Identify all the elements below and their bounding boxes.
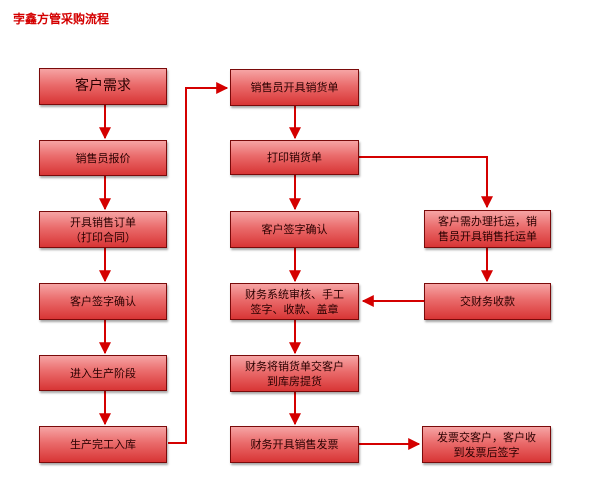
arrow-n8-n13 [359,156,493,209]
node-finance-payment: 交财务收款 [424,283,551,320]
node-finance-invoice: 财务开具销售发票 [230,426,359,463]
node-finance-review: 财务系统审核、手工 签字、收款、盖章 [230,283,359,320]
node-customer-sign-left: 客户签字确认 [39,283,167,320]
node-print-delivery-note: 打印销货单 [230,140,359,175]
node-finance-pickup: 财务将销货单交客户 到库房提货 [230,355,359,392]
node-issue-delivery-note: 销售员开具销货单 [230,69,359,106]
node-invoice-signoff: 发票交客户，客户收 到发票后签字 [422,426,551,463]
node-shipping-consignment: 客户需办理托运，销 售员开具销售托运单 [424,210,551,248]
node-sales-order: 开具销售订单 （打印合同） [39,211,167,248]
node-customer-sign-mid: 客户签字确认 [230,211,359,248]
node-customer-demand: 客户需求 [39,68,167,105]
node-production-complete: 生产完工入库 [39,426,167,463]
page-title: 孛鑫方管采购流程 [13,12,110,26]
node-salesperson-quote: 销售员报价 [39,140,167,176]
arrow-n6-n7 [168,82,229,444]
node-production: 进入生产阶段 [39,355,167,391]
